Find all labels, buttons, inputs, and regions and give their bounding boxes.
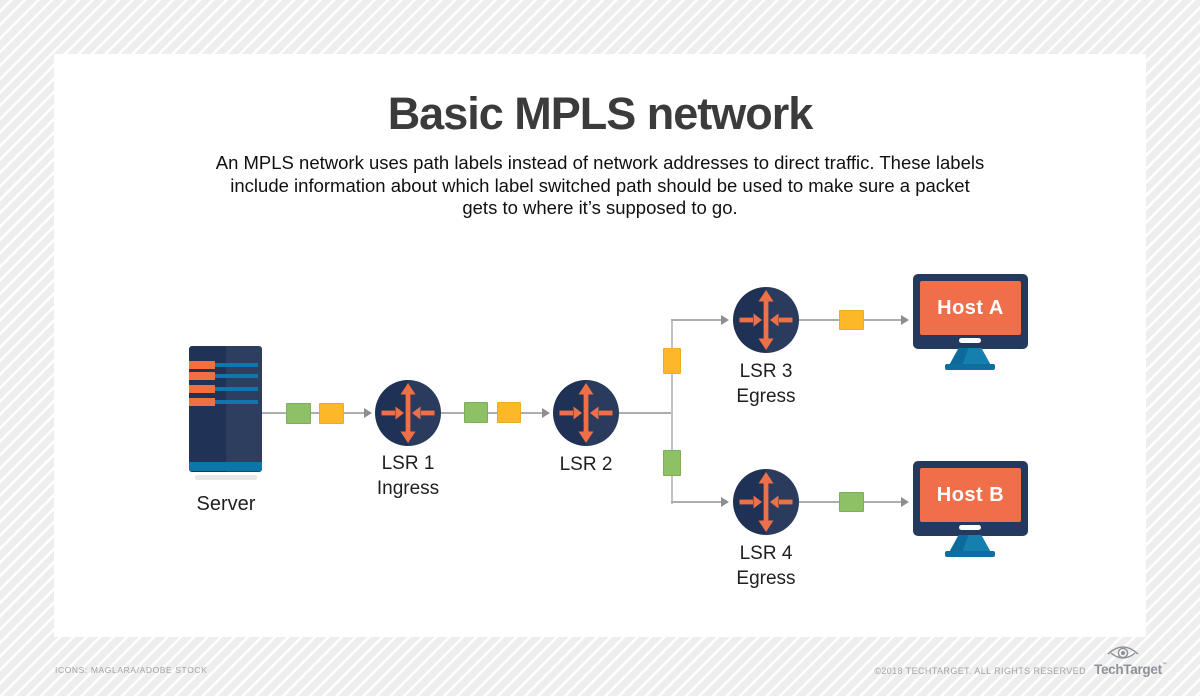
mpls-label-green-server-lsr1 — [286, 403, 311, 424]
label-lsr3: LSR 3 Egress — [696, 359, 836, 409]
arrowhead-to-lsr3 — [721, 315, 729, 325]
connector-server-lsr1 — [262, 412, 366, 414]
lsr4-role: Egress — [736, 568, 796, 589]
arrowhead-to-lsr1 — [364, 408, 372, 418]
page-subtitle: An MPLS network uses path labels instead… — [180, 152, 1020, 220]
lsr3-name: LSR 3 — [739, 361, 793, 382]
host-b-label: Host B — [936, 483, 1005, 506]
router-lsr4-icon — [733, 469, 799, 535]
label-lsr4: LSR 4 Egress — [696, 541, 836, 591]
copyright-text: ©2018 TECHTARGET. ALL RIGHTS RESERVED — [874, 666, 1086, 676]
mpls-label-green-branch-down — [663, 450, 681, 476]
brand-trademark: ™ — [1161, 662, 1167, 668]
server-drive-bar-2 — [189, 372, 215, 380]
mpls-label-green-lsr4-hostb — [839, 492, 864, 512]
arrowhead-to-lsr2 — [542, 408, 550, 418]
server-slot-line-1 — [215, 363, 258, 367]
host-a-bezel-button — [959, 338, 981, 343]
router-arrows-icon — [559, 383, 613, 443]
connector-branch-lsr3 — [671, 319, 723, 321]
host-a-stand — [949, 348, 991, 365]
host-a-screen: Host A — [920, 281, 1021, 335]
brand-text: TechTarget — [1094, 662, 1162, 677]
subtitle-line-2: include information about which label sw… — [230, 174, 970, 196]
server-drive-bar-3 — [189, 385, 215, 393]
subtitle-line-3: gets to where it’s supposed to go. — [462, 197, 738, 218]
server-slot-line-2 — [215, 374, 258, 378]
subtitle-line-1: An MPLS network uses path labels instead… — [215, 152, 985, 173]
host-a-monitor-icon: Host A — [913, 274, 1028, 349]
label-lsr2: LSR 2 — [516, 452, 656, 477]
router-arrows-icon — [739, 472, 793, 532]
label-lsr1: LSR 1 Ingress — [338, 451, 478, 501]
server-base-stripe — [189, 462, 262, 471]
techtarget-eye-icon — [1107, 646, 1139, 659]
server-slot-line-4 — [215, 400, 258, 404]
lsr1-name: LSR 1 — [381, 453, 435, 474]
host-b-stand — [949, 535, 991, 552]
lsr1-role: Ingress — [376, 478, 440, 499]
router-lsr2-icon — [553, 380, 619, 446]
server-drive-bar-1 — [189, 361, 215, 369]
connector-lsr2-branch — [619, 412, 672, 414]
arrowhead-to-hosta — [901, 315, 909, 325]
server-label: Server — [196, 493, 256, 515]
connector-lsr1-lsr2 — [441, 412, 544, 414]
lsr4-name: LSR 4 — [739, 543, 793, 564]
server-icon — [189, 346, 262, 472]
arrowhead-to-lsr4 — [721, 497, 729, 507]
mpls-label-yellow-branch-up — [663, 348, 681, 374]
server-slot-line-3 — [215, 387, 258, 391]
router-lsr1-icon — [375, 380, 441, 446]
icons-credit-text: ICONS: MAGLARA/ADOBE STOCK — [55, 665, 208, 675]
host-b-bezel-button — [959, 525, 981, 530]
host-b-monitor-icon: Host B — [913, 461, 1028, 536]
host-b-stand-base — [945, 551, 995, 557]
server-shadow — [195, 475, 257, 480]
router-arrows-icon — [739, 290, 793, 350]
router-arrows-icon — [381, 383, 435, 443]
page-title: Basic MPLS network — [387, 88, 814, 139]
techtarget-wordmark: TechTarget™ — [1094, 662, 1167, 677]
router-lsr3-icon — [733, 287, 799, 353]
lsr3-role: Egress — [736, 386, 796, 407]
mpls-label-yellow-lsr3-hosta — [839, 310, 864, 330]
host-b-screen: Host B — [920, 468, 1021, 522]
lsr2-name: LSR 2 — [559, 454, 613, 475]
server-side-panel — [226, 346, 262, 472]
connector-branch-vertical — [671, 320, 673, 504]
host-a-label: Host A — [937, 296, 1004, 319]
server-drive-bar-4 — [189, 398, 215, 406]
techtarget-logo: TechTarget™ — [1094, 644, 1167, 677]
mpls-label-green-lsr1-lsr2 — [464, 402, 488, 423]
host-a-stand-base — [945, 364, 995, 370]
connector-branch-lsr4 — [671, 501, 723, 503]
mpls-label-yellow-lsr1-lsr2 — [497, 402, 521, 423]
mpls-label-yellow-server-lsr1 — [319, 403, 344, 424]
arrowhead-to-hostb — [901, 497, 909, 507]
